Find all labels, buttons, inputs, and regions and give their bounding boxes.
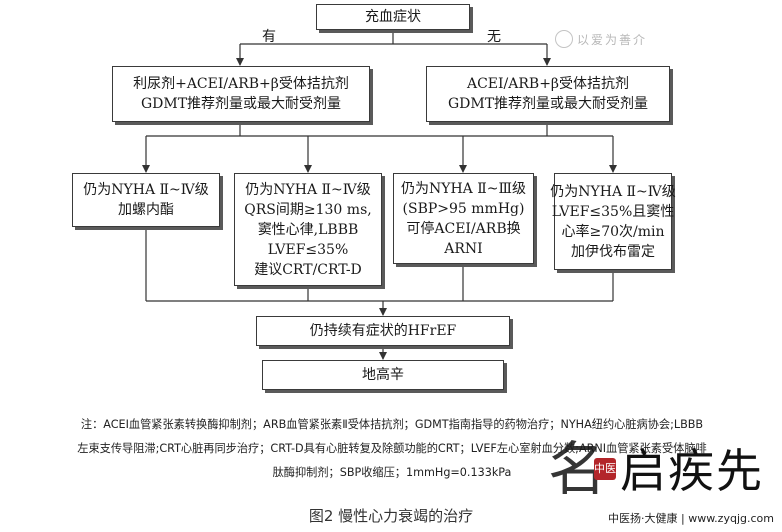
option-2-line-5: 建议CRT/CRT-D — [254, 261, 362, 278]
option-arni-box: 仍为NYHA Ⅱ~Ⅲ级 (SBP>95 mmHg) 可停ACEI/ARB换 AR… — [393, 173, 534, 264]
note-line-1: 注：ACEI血管紧张素转换酶抑制剂；ARB血管紧张素Ⅱ受体拮抗剂；GDMT指南指… — [80, 418, 704, 431]
option-2-line-3: 窦性心律,LBBB — [257, 221, 359, 238]
option-3-line-4: ARNI — [444, 240, 483, 257]
right-treatment-box: ACEI/ARB+β受体拮抗剂 GDMT推荐剂量或最大耐受剂量 — [426, 66, 670, 122]
left-treatment-line-2: GDMT推荐剂量或最大耐受剂量 — [140, 96, 342, 112]
option-1-line-2: 加螺内酯 — [118, 202, 174, 218]
brand-badge: 中医 — [594, 458, 616, 480]
option-4-line-2: LVEF≤35%且窦性 — [551, 203, 675, 220]
figure-caption: 图2 慢性心力衰竭的治疗 — [308, 507, 474, 525]
right-treatment-line-1: ACEI/ARB+β受体拮抗剂 — [466, 76, 630, 92]
option-4-line-3: 心率≥70次/min — [561, 223, 665, 240]
option-3-line-2: (SBP>95 mmHg) — [402, 200, 525, 217]
root-symptom-box: 充血症状 — [316, 4, 470, 30]
branch-no-label: 无 — [487, 29, 501, 45]
option-1-line-1: 仍为NYHA Ⅱ~Ⅳ级 — [83, 182, 209, 198]
root-label: 充血症状 — [365, 9, 421, 25]
abbreviation-note: 注：ACEI血管紧张素转换酶抑制剂；ARB血管紧张素Ⅱ受体拮抗剂；GDMT指南指… — [4, 413, 780, 485]
digoxin-box: 地高辛 — [262, 360, 504, 390]
seal-icon — [555, 30, 573, 48]
persistent-hfref-box: 仍持续有症状的HFrEF — [256, 316, 510, 346]
option-3-line-3: 可停ACEI/ARB换 — [406, 220, 521, 237]
option-3-line-1: 仍为NYHA Ⅱ~Ⅲ级 — [400, 180, 526, 197]
watermark-top: 以爱为善介 — [555, 30, 647, 48]
option-4-line-1: 仍为NYHA Ⅱ~Ⅳ级 — [550, 183, 676, 200]
option-ivabradine-box: 仍为NYHA Ⅱ~Ⅳ级 LVEF≤35%且窦性 心率≥70次/min 加伊伐布雷… — [550, 173, 676, 270]
option-crt-box: 仍为NYHA Ⅱ~Ⅳ级 QRS间期≥130 ms, 窦性心律,LBBB LVEF… — [234, 173, 382, 286]
option-4-line-4: 加伊伐布雷定 — [571, 243, 655, 260]
digoxin-label: 地高辛 — [362, 367, 404, 383]
brand-site: 中医扬·大健康 | www.zyqjg.com — [608, 512, 774, 525]
branch-yes-label: 有 — [262, 29, 276, 45]
left-treatment-box: 利尿剂+ACEI/ARB+β受体拮抗剂 GDMT推荐剂量或最大耐受剂量 — [112, 66, 370, 122]
option-2-line-1: 仍为NYHA Ⅱ~Ⅳ级 — [245, 181, 371, 198]
option-2-line-4: LVEF≤35% — [267, 241, 349, 258]
left-treatment-line-1: 利尿剂+ACEI/ARB+β受体拮抗剂 — [133, 76, 349, 92]
brand-watermark: 名 中医 启疾先 中医扬·大健康 | www.zyqjg.com — [548, 436, 780, 530]
brand-name: 启疾先 — [620, 444, 764, 498]
right-treatment-line-2: GDMT推荐剂量或最大耐受剂量 — [447, 96, 649, 112]
option-spironolactone-box: 仍为NYHA Ⅱ~Ⅳ级 加螺内酯 — [72, 173, 220, 227]
option-2-line-2: QRS间期≥130 ms, — [244, 201, 372, 218]
persistent-label: 仍持续有症状的HFrEF — [309, 323, 457, 339]
note-line-2: 左束支传导阻滞;CRT心脏再同步治疗；CRT-D具有心脏转复及除颤功能的CRT；… — [77, 442, 707, 455]
watermark-top-text: 以爱为善介 — [577, 32, 648, 47]
note-line-3: 肽酶抑制剂；SBP收缩压；1mmHg=0.133kPa — [272, 466, 512, 479]
